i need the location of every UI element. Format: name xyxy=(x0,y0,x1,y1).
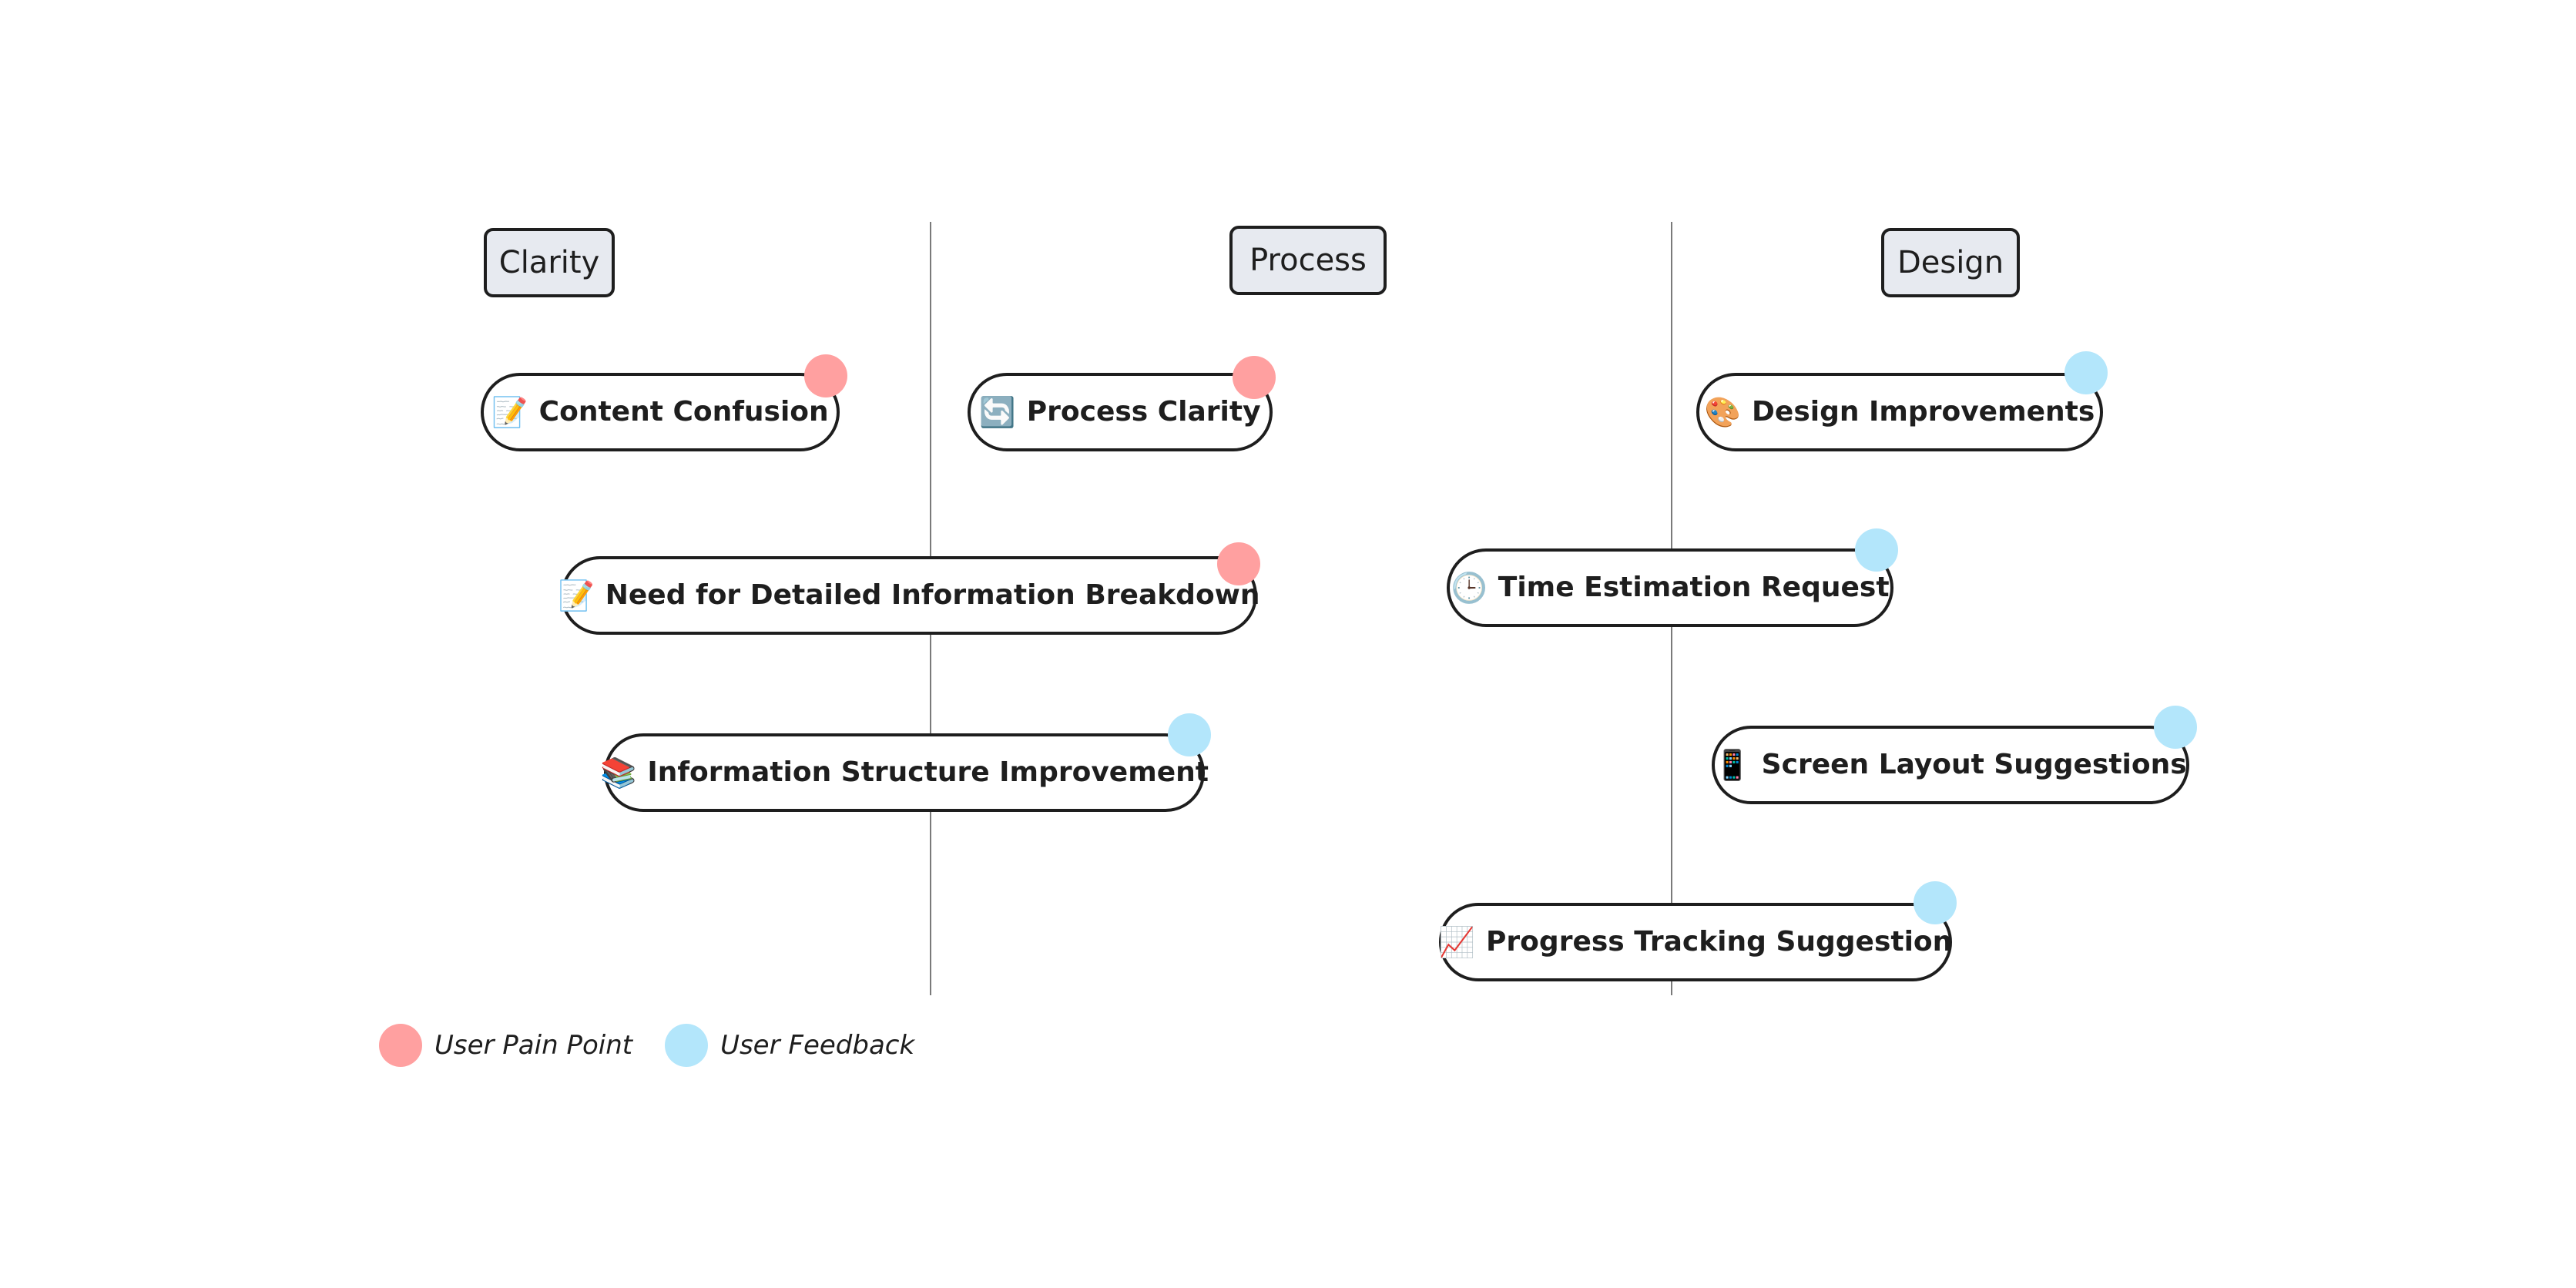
books-icon: 📚 xyxy=(600,756,637,790)
item-label: Process Clarity xyxy=(1026,396,1261,428)
pain-point-marker xyxy=(1233,356,1276,399)
item-content-confusion[interactable]: 📝 Content Confusion xyxy=(481,373,840,451)
legend-label-feedback: User Feedback xyxy=(720,1030,915,1061)
feedback-marker xyxy=(1914,881,1957,924)
feedback-swatch xyxy=(665,1024,709,1067)
pain-point-marker xyxy=(804,354,847,397)
item-label: Information Structure Improvement xyxy=(647,756,1209,788)
column-header-clarity: Clarity xyxy=(484,228,615,297)
legend-item-pain-point: User Pain Point xyxy=(379,1024,632,1067)
chart-increasing-icon: 📈 xyxy=(1438,925,1476,959)
item-detailed-information-breakdown[interactable]: 📝 Need for Detailed Information Breakdow… xyxy=(558,556,1260,635)
feedback-marker xyxy=(1168,713,1211,756)
memo-icon: 📝 xyxy=(491,395,528,429)
memo-icon: 📝 xyxy=(558,579,595,612)
pain-point-marker xyxy=(1217,542,1260,585)
pain-point-swatch xyxy=(379,1024,422,1067)
item-label: Screen Layout Suggestions xyxy=(1761,749,2187,780)
column-header-design: Design xyxy=(1881,228,2020,297)
legend-label-pain-point: User Pain Point xyxy=(434,1030,633,1061)
legend: User Pain Point User Feedback xyxy=(379,1023,947,1068)
item-design-improvements[interactable]: 🎨 Design Improvements xyxy=(1696,373,2103,451)
item-label: Content Confusion xyxy=(538,396,829,428)
item-label: Need for Detailed Information Breakdown xyxy=(605,579,1260,611)
item-screen-layout-suggestions[interactable]: 📱 Screen Layout Suggestions xyxy=(1712,726,2189,804)
item-label: Progress Tracking Suggestion xyxy=(1486,926,1953,958)
feedback-marker xyxy=(1855,528,1898,572)
palette-icon: 🎨 xyxy=(1704,395,1742,429)
item-process-clarity[interactable]: 🔄 Process Clarity xyxy=(968,373,1273,451)
cycle-arrows-icon: 🔄 xyxy=(979,395,1016,429)
item-information-structure-improvement[interactable]: 📚 Information Structure Improvement xyxy=(600,733,1209,812)
feedback-marker xyxy=(2064,351,2108,394)
item-label: Design Improvements xyxy=(1752,396,2095,428)
item-time-estimation-request[interactable]: 🕒 Time Estimation Request xyxy=(1447,548,1893,627)
column-header-process: Process xyxy=(1229,226,1387,295)
clock-icon: 🕒 xyxy=(1451,571,1488,605)
item-progress-tracking-suggestion[interactable]: 📈 Progress Tracking Suggestion xyxy=(1439,903,1952,981)
mobile-phone-icon: 📱 xyxy=(1714,748,1751,782)
feedback-marker xyxy=(2154,706,2197,749)
legend-item-feedback: User Feedback xyxy=(665,1024,914,1067)
item-label: Time Estimation Request xyxy=(1498,572,1890,603)
